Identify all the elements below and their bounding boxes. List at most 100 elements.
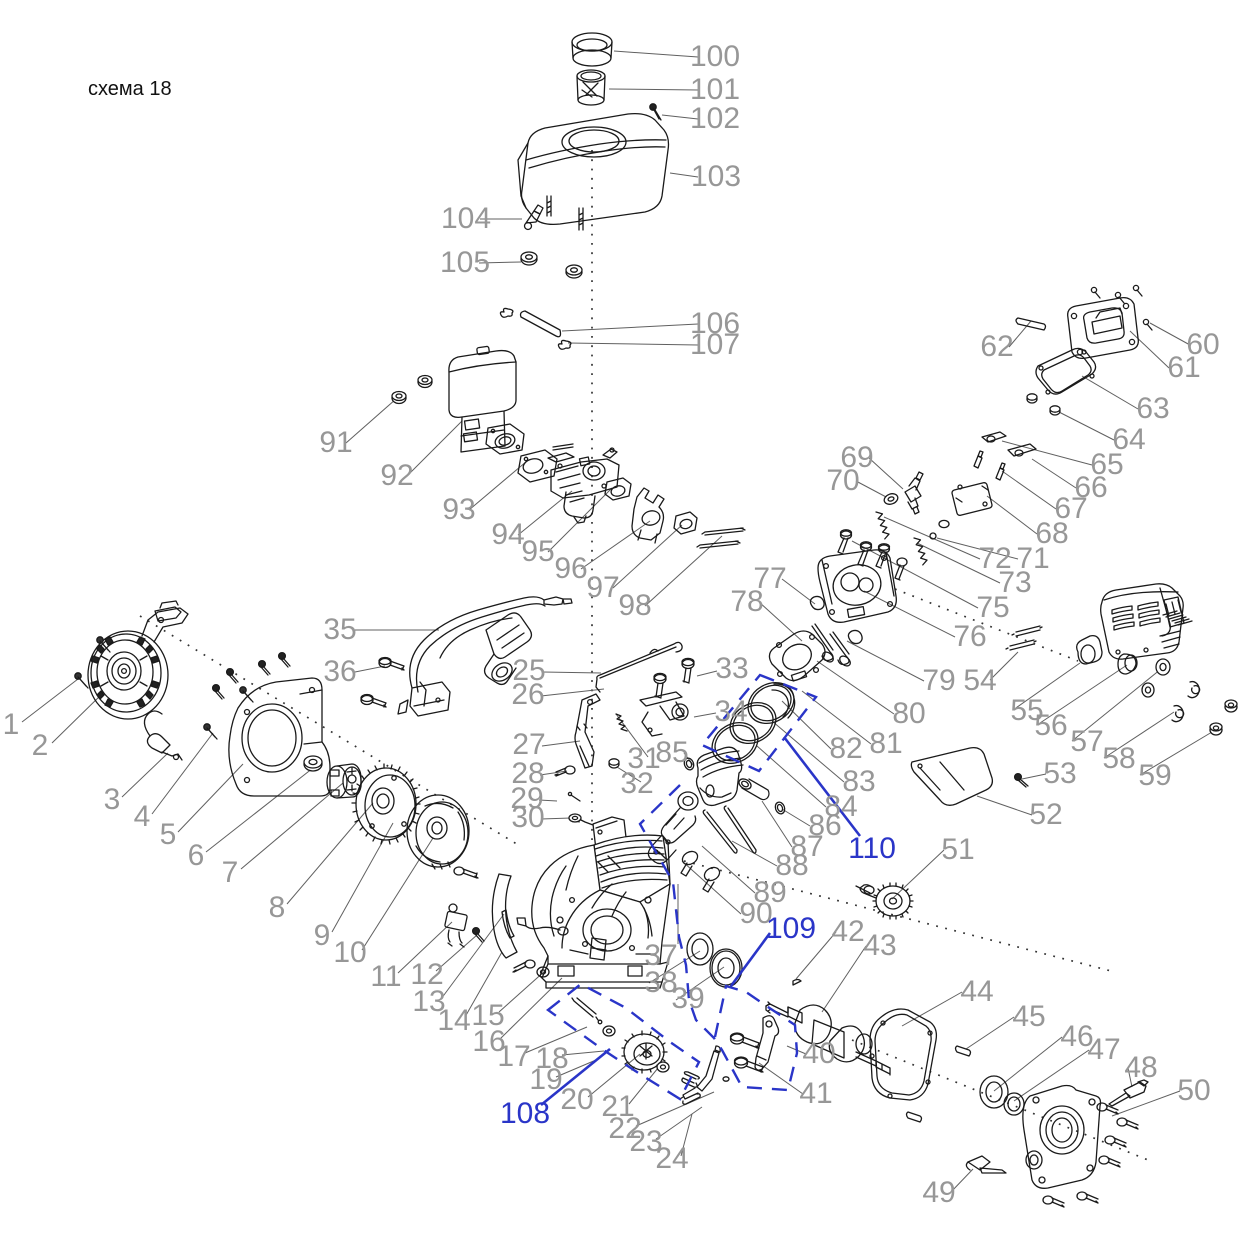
svg-text:83: 83 xyxy=(842,765,875,798)
svg-text:40: 40 xyxy=(802,1037,835,1070)
svg-text:50: 50 xyxy=(1177,1074,1210,1107)
svg-text:12: 12 xyxy=(410,958,443,991)
svg-text:66: 66 xyxy=(1074,471,1107,504)
svg-text:51: 51 xyxy=(941,833,974,866)
svg-text:73: 73 xyxy=(998,566,1031,599)
svg-text:75: 75 xyxy=(976,591,1009,624)
svg-text:8: 8 xyxy=(269,891,286,924)
svg-text:70: 70 xyxy=(826,464,859,497)
svg-text:98: 98 xyxy=(618,589,651,622)
svg-text:42: 42 xyxy=(831,915,864,948)
svg-text:94: 94 xyxy=(491,518,524,551)
svg-text:96: 96 xyxy=(554,552,587,585)
svg-text:49: 49 xyxy=(922,1176,955,1209)
svg-text:19: 19 xyxy=(529,1063,562,1096)
svg-text:62: 62 xyxy=(980,330,1013,363)
svg-text:72: 72 xyxy=(978,542,1011,575)
svg-text:2: 2 xyxy=(32,729,49,762)
svg-text:53: 53 xyxy=(1043,757,1076,790)
svg-text:57: 57 xyxy=(1070,725,1103,758)
svg-text:52: 52 xyxy=(1029,798,1062,831)
svg-text:80: 80 xyxy=(892,697,925,730)
svg-text:97: 97 xyxy=(586,571,619,604)
svg-text:55: 55 xyxy=(1010,694,1043,727)
svg-text:43: 43 xyxy=(863,929,896,962)
svg-text:90: 90 xyxy=(739,897,772,930)
svg-text:10: 10 xyxy=(333,936,366,969)
svg-text:89: 89 xyxy=(753,876,786,909)
svg-text:3: 3 xyxy=(104,783,121,816)
svg-text:76: 76 xyxy=(953,620,986,653)
svg-text:схема 18: схема 18 xyxy=(88,78,172,100)
svg-text:7: 7 xyxy=(222,856,239,889)
svg-text:84: 84 xyxy=(824,790,857,823)
svg-text:63: 63 xyxy=(1136,392,1169,425)
svg-text:5: 5 xyxy=(160,818,177,851)
svg-text:33: 33 xyxy=(715,652,748,685)
svg-text:82: 82 xyxy=(829,732,862,765)
svg-text:56: 56 xyxy=(1034,709,1067,742)
svg-text:11: 11 xyxy=(370,960,401,993)
svg-text:13: 13 xyxy=(412,985,445,1018)
svg-text:78: 78 xyxy=(730,585,763,618)
svg-text:64: 64 xyxy=(1112,423,1145,456)
svg-text:45: 45 xyxy=(1012,1000,1045,1033)
svg-text:88: 88 xyxy=(775,849,808,882)
svg-text:39: 39 xyxy=(671,982,704,1015)
svg-text:81: 81 xyxy=(869,727,902,760)
svg-text:71: 71 xyxy=(1016,542,1049,575)
svg-text:47: 47 xyxy=(1087,1033,1120,1066)
svg-text:23: 23 xyxy=(629,1125,662,1158)
svg-text:21: 21 xyxy=(601,1090,634,1123)
svg-text:30: 30 xyxy=(511,801,544,834)
svg-text:108: 108 xyxy=(500,1097,550,1130)
svg-text:24: 24 xyxy=(655,1142,688,1175)
svg-text:86: 86 xyxy=(808,809,841,842)
svg-text:34: 34 xyxy=(714,695,747,728)
svg-text:36: 36 xyxy=(323,655,356,688)
svg-text:93: 93 xyxy=(442,493,475,526)
svg-text:38: 38 xyxy=(644,966,677,999)
svg-text:18: 18 xyxy=(535,1042,568,1075)
svg-text:60: 60 xyxy=(1186,328,1219,361)
svg-text:1: 1 xyxy=(3,708,20,741)
svg-text:87: 87 xyxy=(790,830,823,863)
svg-text:67: 67 xyxy=(1054,492,1087,525)
svg-text:58: 58 xyxy=(1102,742,1135,775)
svg-text:61: 61 xyxy=(1167,351,1200,384)
svg-text:109: 109 xyxy=(766,912,816,945)
svg-text:29: 29 xyxy=(510,782,543,815)
svg-text:107: 107 xyxy=(690,328,740,361)
svg-text:69: 69 xyxy=(840,441,873,474)
svg-text:26: 26 xyxy=(511,678,544,711)
svg-text:65: 65 xyxy=(1090,448,1123,481)
svg-text:9: 9 xyxy=(314,919,331,952)
svg-text:6: 6 xyxy=(188,839,205,872)
svg-text:4: 4 xyxy=(134,800,151,833)
svg-text:54: 54 xyxy=(963,664,996,697)
svg-text:91: 91 xyxy=(319,426,352,459)
svg-text:106: 106 xyxy=(690,307,740,340)
svg-text:41: 41 xyxy=(799,1077,832,1110)
svg-text:68: 68 xyxy=(1035,517,1068,550)
svg-text:59: 59 xyxy=(1138,759,1171,792)
svg-text:27: 27 xyxy=(512,728,545,761)
svg-text:102: 102 xyxy=(690,102,740,135)
svg-text:79: 79 xyxy=(922,664,955,697)
svg-text:77: 77 xyxy=(753,562,786,595)
svg-text:17: 17 xyxy=(497,1040,530,1073)
svg-text:46: 46 xyxy=(1060,1020,1093,1053)
svg-text:101: 101 xyxy=(690,73,740,106)
svg-text:31: 31 xyxy=(627,742,660,775)
svg-text:105: 105 xyxy=(440,246,490,279)
svg-text:92: 92 xyxy=(380,459,413,492)
svg-text:16: 16 xyxy=(472,1025,505,1058)
svg-text:35: 35 xyxy=(323,613,356,646)
svg-text:15: 15 xyxy=(471,999,504,1032)
svg-text:32: 32 xyxy=(620,767,653,800)
svg-text:48: 48 xyxy=(1124,1051,1157,1084)
svg-text:20: 20 xyxy=(560,1083,593,1116)
svg-text:95: 95 xyxy=(521,535,554,568)
svg-text:37: 37 xyxy=(644,939,677,972)
svg-text:22: 22 xyxy=(608,1112,641,1145)
